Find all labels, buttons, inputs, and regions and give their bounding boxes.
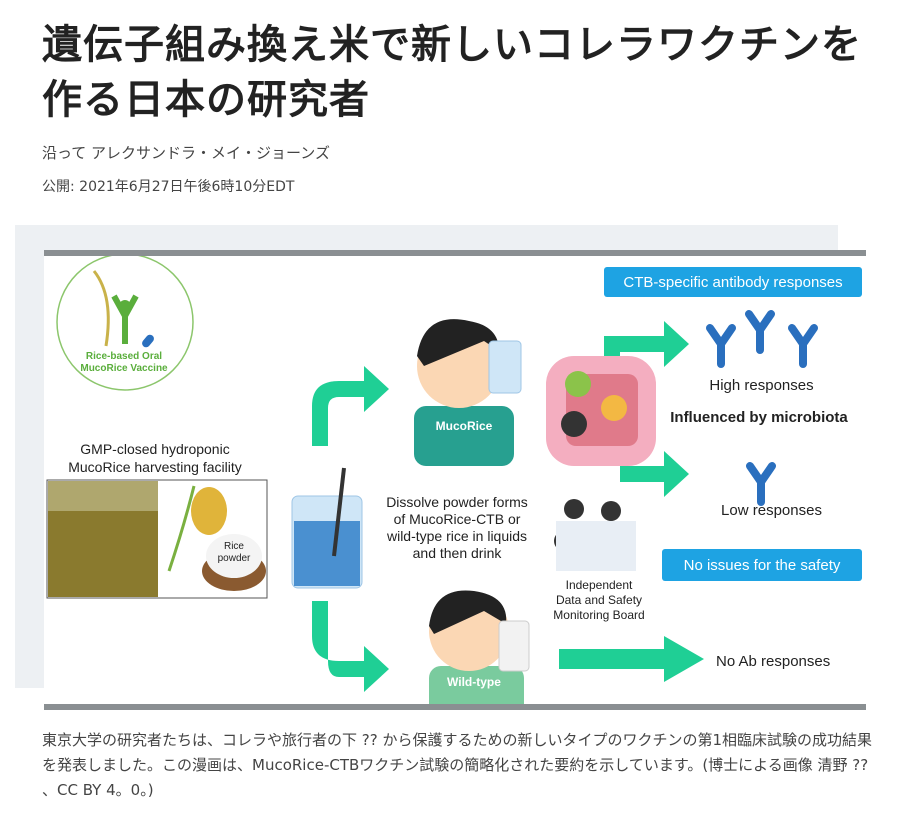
dissolve-line-3: wild-type rice in liquids xyxy=(386,528,528,544)
no-ab-responses-label: No Ab responses xyxy=(716,653,831,670)
author-byline: 沿って アレクサンドラ・メイ・ジョーンズ xyxy=(42,144,330,162)
figure-caption: 東京大学の研究者たちは、コレラや旅行者の下 ?? から保護するための新しいタイプ… xyxy=(42,731,873,799)
boy-mucorice-icon xyxy=(414,319,522,466)
board-line-2: Data and Safety xyxy=(555,593,643,607)
article-figure: Rice-based Oral MucoRice Vaccine GMP-clo… xyxy=(44,250,866,710)
dissolve-line-4: and then drink xyxy=(412,545,502,561)
high-responses-label: High responses xyxy=(709,377,814,394)
figure-artwork xyxy=(46,256,818,704)
logo-line-2: MucoRice Vaccine xyxy=(80,363,168,374)
rice-powder-line-1: Rice xyxy=(223,541,244,552)
monitoring-board-icon xyxy=(554,499,636,571)
article-title: 遺伝子組み換え米で新しいコレラワクチンを作る日本の研究者 xyxy=(42,22,862,123)
shirt-label-wildtype: Wild-type xyxy=(447,675,501,689)
dissolve-line-1: Dissolve powder forms xyxy=(386,494,528,510)
intestine-microbiota-icon xyxy=(546,356,656,466)
rice-powder-line-2: powder xyxy=(217,553,251,564)
dissolve-line-2: of MucoRice-CTB or xyxy=(393,511,521,527)
publish-date: 公開: 2021年6月27日午後6時10分EDT xyxy=(42,179,295,195)
logo-circle-icon xyxy=(56,256,194,391)
microbiota-label: Influenced by microbiota xyxy=(670,409,848,426)
green-arrows xyxy=(312,321,704,692)
logo-line-1: Rice-based Oral xyxy=(85,351,163,362)
glass-icon xyxy=(291,467,363,589)
low-responses-label: Low responses xyxy=(721,502,822,519)
board-line-1: Independent xyxy=(565,578,633,592)
board-line-3: Monitoring Board xyxy=(553,608,645,622)
facility-line-1: GMP-closed hydroponic xyxy=(80,441,230,457)
antibody-icons xyxy=(706,310,818,506)
boy-wildtype-icon xyxy=(429,590,530,704)
rice-photo xyxy=(46,479,268,599)
safety-box: No issues for the safety xyxy=(662,549,862,581)
shirt-label-mucorice: MucoRice xyxy=(435,419,493,433)
facility-line-2: MucoRice harvesting facility xyxy=(68,459,242,475)
ctb-responses-box: CTB-specific antibody responses xyxy=(604,267,862,297)
